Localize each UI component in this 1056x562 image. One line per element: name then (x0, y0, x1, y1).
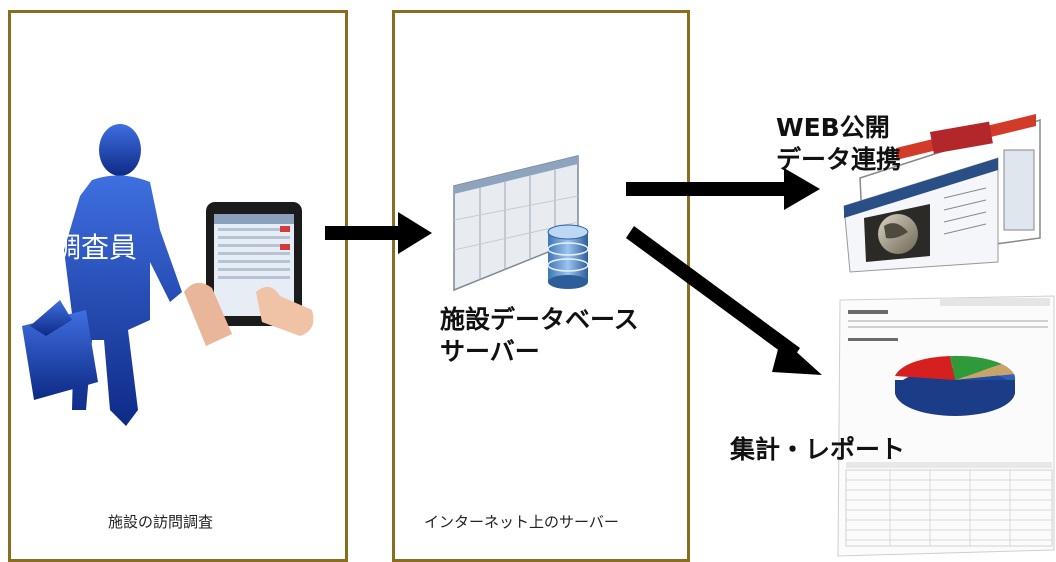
middle-caption: インターネット上のサーバー (424, 513, 619, 531)
data-link-label: データ連携 (776, 145, 902, 174)
arrow-to-server (325, 212, 432, 254)
person-silhouette (22, 124, 182, 426)
server-title-line1: 施設データベース (440, 305, 639, 334)
arrow-to-report (626, 226, 822, 375)
report-document-illustration (837, 295, 1055, 557)
left-caption: 施設の訪問調査 (108, 513, 214, 531)
website-screenshots-illustration (843, 114, 1041, 273)
middle-panel (392, 10, 690, 562)
server-window-illustration (453, 155, 579, 292)
report-label: 集計・レポート (730, 435, 906, 464)
database-icon (547, 224, 589, 289)
server-title-line2: サーバー (440, 337, 540, 366)
web-publish-label: WEB公開 (776, 113, 890, 142)
tablet-illustration (184, 202, 314, 346)
surveyor-label: 調査員 (53, 231, 138, 264)
arrow-to-web (626, 168, 820, 210)
